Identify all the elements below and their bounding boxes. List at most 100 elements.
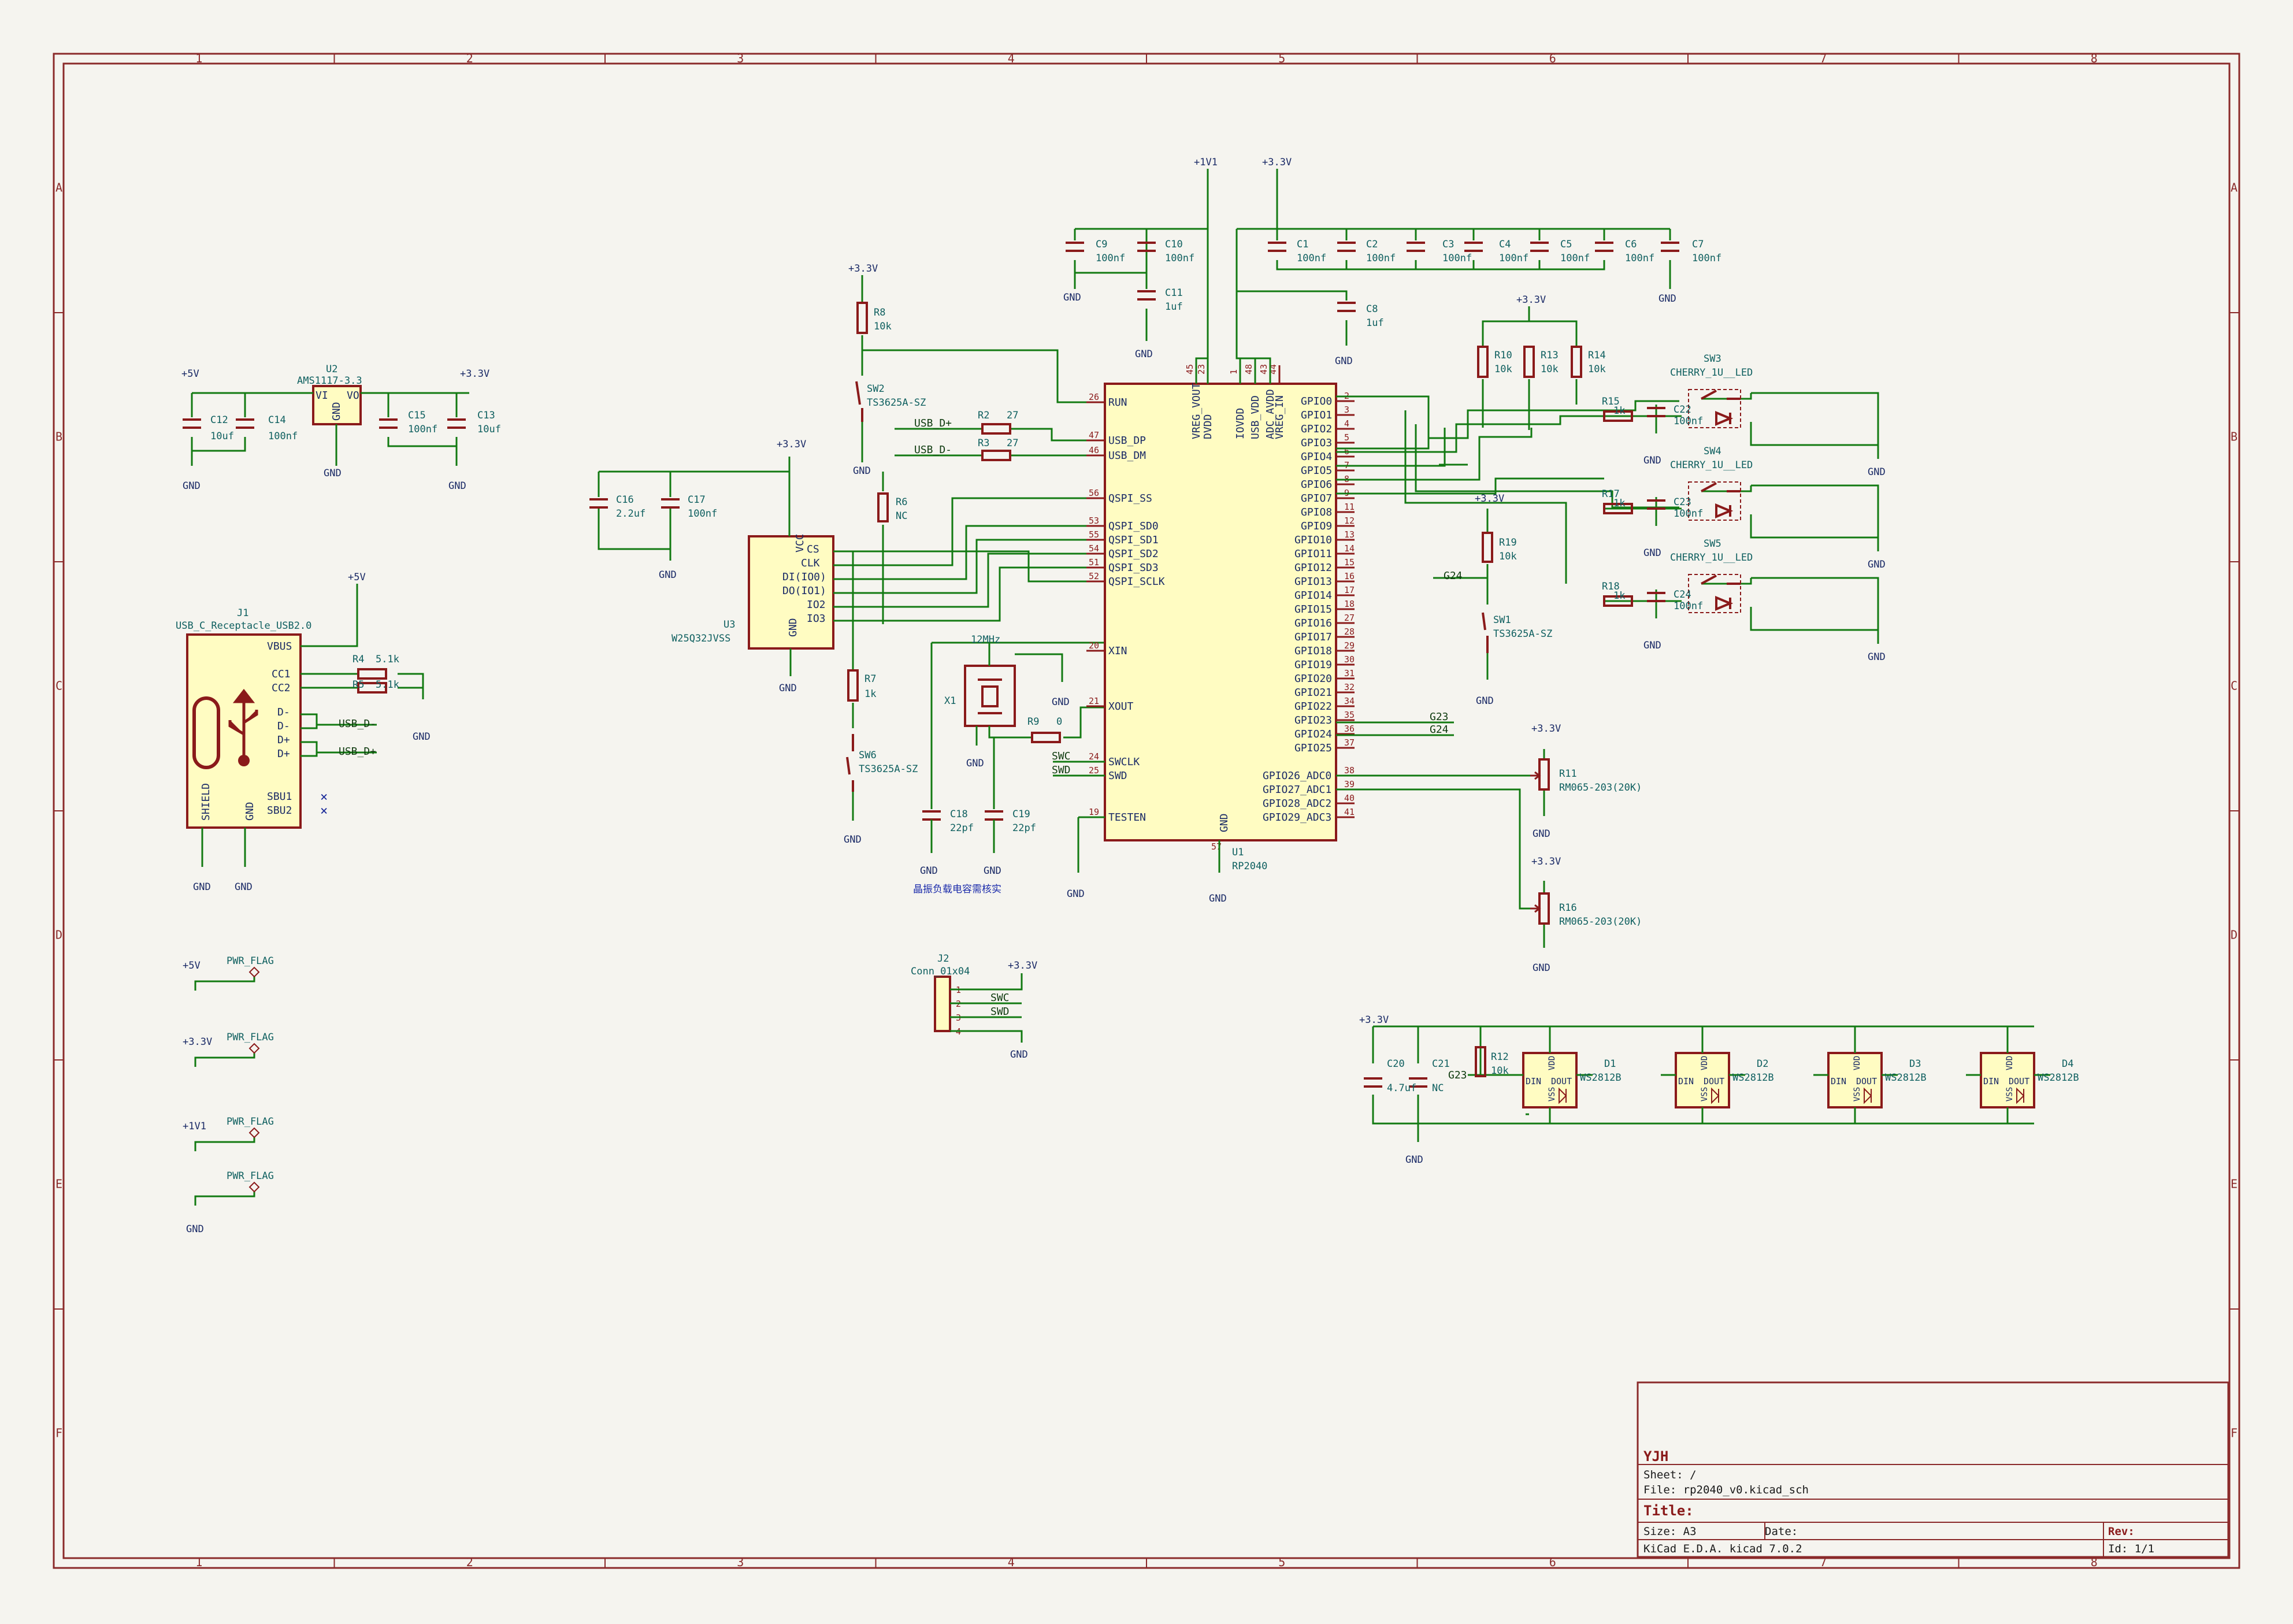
r11-value: RM065-203(20K): [1559, 782, 1642, 794]
gnd-label: GND: [324, 468, 342, 479]
pwr-3v3-label: +3.3V: [777, 439, 806, 450]
key-switch-body: [1688, 481, 1741, 521]
u1-pin-num: 20: [1089, 640, 1099, 651]
led-pin-vss: VSS: [2005, 1087, 2014, 1102]
u2-caps: [183, 418, 466, 429]
u1-pin-num: 52: [1089, 571, 1099, 581]
key-cap-ref: C22: [1674, 404, 1691, 416]
c16-value: 2.2uf: [616, 508, 645, 520]
grid-col-label: 2: [466, 51, 473, 65]
grid-row-label: B: [2231, 430, 2238, 444]
u1-pin-num: 21: [1089, 696, 1099, 706]
u1-pin-name: GPIO2: [1301, 423, 1332, 435]
led-wires: [1661, 1026, 1745, 1124]
r8-ref: R8: [874, 307, 885, 318]
j1-pin-dp1: D+: [277, 734, 290, 746]
led-caps: [1364, 1077, 1427, 1088]
r4-value: 5.1k: [376, 654, 399, 665]
grid-col-label: 7: [1820, 1555, 1827, 1569]
u3-pin-io2: IO2: [807, 599, 826, 611]
c13-ref: C13: [477, 410, 495, 421]
decoupling-left-wires: [1074, 169, 1209, 384]
pwr-flag-net: +3.3V: [183, 1036, 212, 1048]
x1-ref: X1: [944, 695, 956, 707]
crystal-section: X1 12MHz R9 0 C18 22pf C19 22pf GND GND …: [913, 634, 1105, 895]
r6-ref: R6: [896, 496, 907, 508]
u1-pin-num: 48: [1244, 364, 1254, 375]
sw1-ref: SW1: [1493, 614, 1511, 626]
u1-pin-num: 19: [1089, 807, 1099, 817]
x1-wires: [930, 642, 1105, 809]
sw1-value: TS3625A-SZ: [1493, 628, 1552, 640]
u2-pin-vi: VI: [316, 390, 328, 402]
net-swd: SWD: [990, 1006, 1010, 1018]
c14-value: 100nf: [268, 431, 298, 442]
key-cap-value: 100nf: [1674, 508, 1703, 520]
u1-pin-name: IOVDD: [1234, 408, 1246, 439]
r7-symbol: [847, 669, 859, 702]
c18-ref: C18: [950, 809, 968, 820]
swd-connector-section: J2 Conn_01x04 1 2 3 4 SWC SWD +3.3V GND: [911, 953, 1037, 1061]
grid-col-label: 7: [1820, 51, 1827, 65]
u1-pin-num: 4: [1344, 418, 1349, 429]
pwr-3v3-label: +3.3V: [1262, 157, 1292, 168]
grid-row-label: C: [2231, 679, 2238, 693]
pwr-1v1-label: +1V1: [1194, 157, 1218, 168]
led-value: WS2812B: [1885, 1072, 1927, 1084]
key-resistor-symbol: [1603, 503, 1633, 514]
key-switch-body: [1688, 389, 1741, 428]
sw6-value: TS3625A-SZ: [859, 763, 918, 775]
u1-pin-num: 11: [1344, 502, 1355, 512]
pullup-ref: R13: [1541, 350, 1559, 361]
c17-value: 100nf: [688, 508, 717, 520]
pwr-flag: PWR_FLAG+3.3V: [183, 1032, 274, 1067]
led-diode-icon: [1711, 1087, 1720, 1104]
c12-value: 10uf: [210, 431, 234, 442]
grid-col-label: 4: [1008, 1555, 1015, 1569]
grid-row-label: F: [55, 1426, 62, 1440]
qspi-wires: [833, 497, 1105, 622]
u3-pin-io3: IO3: [807, 613, 826, 625]
u1-pin-name: QSPI_SD2: [1108, 548, 1159, 560]
key-resistor-value: 1k: [1613, 498, 1625, 509]
u1-pin-name: ADC_AVDD: [1264, 389, 1277, 439]
j1-pin-cc2: CC2: [272, 682, 291, 694]
key-switch-body: [1688, 574, 1741, 613]
led-pin-din: DIN: [1831, 1076, 1846, 1087]
r10-symbol: [1477, 346, 1489, 378]
led-pin-din: DIN: [1678, 1076, 1694, 1087]
pwr-flag-wire: [194, 1192, 255, 1206]
key-resistor-ref: R15: [1602, 396, 1620, 407]
u1-pin-num: 36: [1344, 724, 1355, 734]
key-switch-ref: SW3: [1704, 353, 1721, 365]
r19-symbol: [1482, 532, 1493, 563]
r9-value: 0: [1056, 716, 1062, 728]
u1-pin-name: GPIO22: [1294, 700, 1332, 713]
cap-ref: C7: [1692, 239, 1704, 250]
r16-ref: R16: [1559, 902, 1577, 914]
c20-value: 4.7uf: [1387, 1082, 1416, 1094]
pwr-5v-label: +5V: [181, 368, 199, 380]
led-value: WS2812B: [1580, 1072, 1622, 1084]
gnd-label: GND: [1658, 293, 1676, 305]
u3-pin-cs: CS: [807, 543, 819, 555]
regulator-section: VI VO GND U2 AMS1117-3.3 C12 10uf C14 10…: [181, 364, 501, 492]
j1-pin-dm1: D-: [277, 706, 290, 718]
u1-pin-name: QSPI_SD1: [1108, 534, 1159, 546]
key-cap-symbol: [1647, 592, 1665, 602]
c19-value: 22pf: [1012, 822, 1036, 834]
gnd-label: GND: [1868, 651, 1886, 663]
pullup-ref: R14: [1588, 350, 1606, 361]
cap-value: 100nf: [1625, 253, 1654, 264]
u1-pin-name: USB_DM: [1108, 450, 1146, 462]
pwr-flag-wire: [194, 1053, 255, 1067]
u1-pin-name: GPIO11: [1294, 548, 1332, 560]
u1-pin-name: GPIO28_ADC2: [1263, 798, 1331, 810]
j1-wires: [201, 584, 424, 867]
j1-pin-vbus: VBUS: [267, 640, 292, 652]
